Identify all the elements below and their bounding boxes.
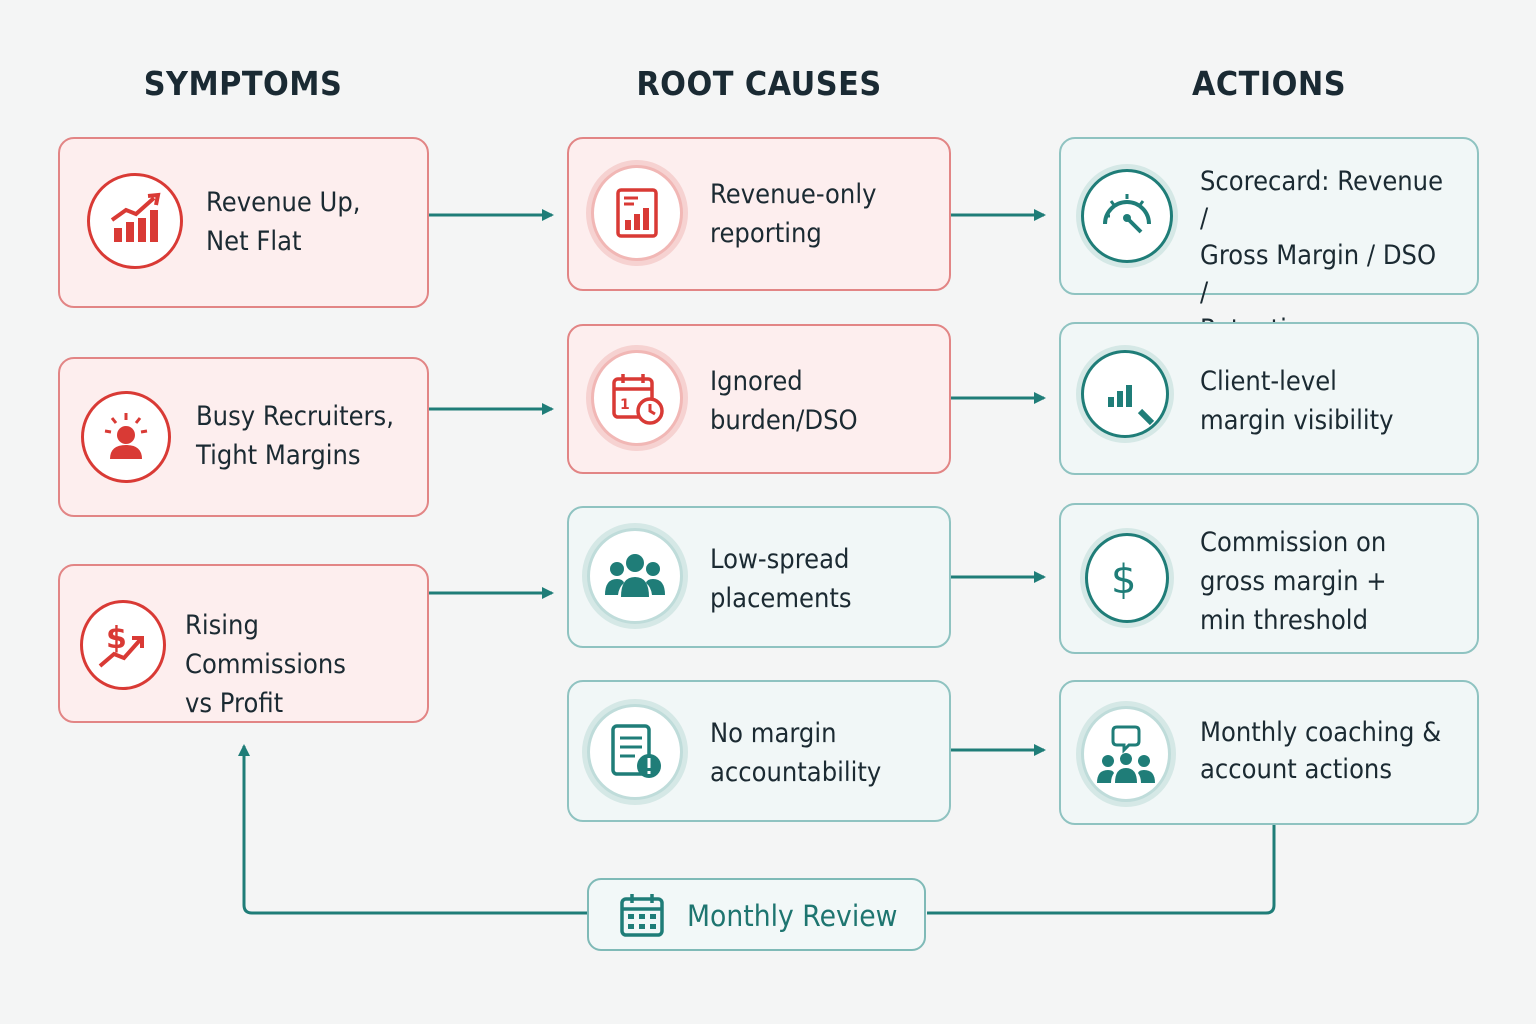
dollar-trend-icon: $ [80, 600, 166, 690]
feedback-loop-right [927, 825, 1276, 915]
cause-card-3: Low-spread placements [567, 506, 951, 648]
actions-heading: ACTIONS [1191, 64, 1347, 103]
symptom-card-3: $ Rising Commissions vs Profit [58, 564, 429, 723]
monthly-review-box: Monthly Review [587, 878, 926, 951]
cause-card-4: No margin accountability [567, 680, 951, 822]
action-card-3: $ Commission on gross margin + min thres… [1059, 503, 1479, 654]
symptom-text-2: Busy Recruiters, Tight Margins [196, 401, 394, 471]
action-card-4: Monthly coaching & account actions [1059, 680, 1479, 825]
coaching-group-icon [1081, 706, 1171, 802]
gauge-icon [1081, 169, 1173, 263]
document-alert-icon [587, 704, 683, 800]
action-text-4: Monthly coaching & account actions [1200, 717, 1442, 785]
svg-text:$: $ [1111, 557, 1136, 603]
calendar-icon [617, 890, 669, 946]
monthly-review-label: Monthly Review [687, 899, 898, 933]
symptom-text-3: Rising Commissions vs Profit [185, 610, 346, 719]
magnifier-chart-icon [1081, 350, 1169, 438]
cause-text-3: Low-spread placements [710, 544, 852, 614]
cause-text-2: Ignored burden/DSO [710, 366, 858, 436]
chart-up-icon [87, 173, 183, 269]
feedback-loop-left [238, 744, 587, 915]
svg-text:$: $ [106, 621, 127, 656]
cause-card-1: Revenue-only reporting [567, 137, 951, 291]
action-text-3: Commission on gross margin + min thresho… [1200, 527, 1387, 636]
action-card-1: Scorecard: Revenue / Gross Margin / DSO … [1059, 137, 1479, 345]
symptom-card-1: Revenue Up, Net Flat [58, 137, 429, 308]
symptoms-heading: SYMPTOMS [143, 64, 343, 103]
report-chart-icon [591, 165, 683, 261]
root-causes-heading: ROOT CAUSES [636, 64, 882, 103]
people-group-icon [587, 528, 683, 624]
dollar-circle-icon: $ [1085, 533, 1169, 623]
svg-text:1: 1 [620, 397, 630, 413]
symptom-text-1: Revenue Up, Net Flat [206, 187, 361, 257]
action-text-1: Scorecard: Revenue / Gross Margin / DSO … [1200, 166, 1444, 345]
cause-text-4: No margin accountability [710, 718, 882, 788]
cause-card-2: 1 Ignored burden/DSO [567, 324, 951, 474]
symptom-card-2: Busy Recruiters, Tight Margins [58, 357, 429, 517]
action-text-2: Client-level margin visibility [1200, 366, 1394, 436]
calendar-clock-icon: 1 [591, 350, 683, 446]
action-card-2: Client-level margin visibility [1059, 322, 1479, 475]
stressed-person-icon [81, 391, 171, 483]
cause-text-1: Revenue-only reporting [710, 179, 877, 249]
